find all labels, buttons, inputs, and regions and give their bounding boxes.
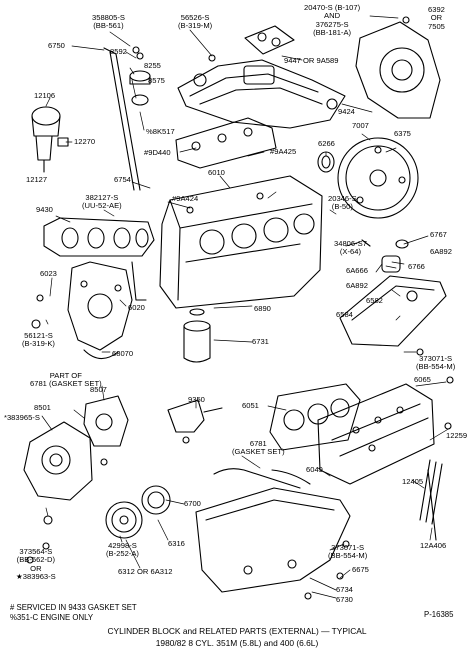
label-12127: 12127	[26, 175, 48, 184]
valley-gasket-part	[175, 117, 277, 169]
label-56526: 56526-S(B-319-M)	[178, 13, 213, 31]
valve-cover-part	[339, 275, 447, 347]
label-6065: 6065	[414, 375, 431, 384]
label-68070: 68070	[112, 349, 134, 358]
cylinder-head-part	[317, 383, 435, 485]
label-9a425: #9A425	[270, 147, 297, 156]
label-9447: 9447 OR 9A589	[284, 56, 339, 65]
label-56121: 56121-S(B-319-K)	[22, 331, 55, 349]
label-373564: 373564-S(BB-562-D)OR★383963-S	[16, 547, 56, 582]
label-6a892-lower: 6A892	[346, 281, 368, 290]
filler-cap-part	[129, 52, 151, 106]
label-383965: *383965-S	[4, 413, 40, 422]
exhaust-manifold-part	[43, 217, 155, 257]
part-number: P-16385	[424, 610, 454, 619]
label-12106: 12106	[34, 91, 56, 100]
damper-pulley-part	[105, 485, 171, 539]
label-6a892-upper: 6A892	[430, 247, 452, 256]
label-6051: 6051	[242, 401, 259, 410]
front-seal-part	[83, 261, 147, 360]
label-12270: 12270	[74, 137, 96, 146]
oil-pan-part	[195, 487, 351, 593]
label-6584: 6584	[336, 310, 353, 319]
label-8592: 8592	[110, 47, 127, 56]
label-6023: 6023	[40, 269, 57, 278]
leader-lines	[41, 15, 451, 599]
label-6316: 6316	[168, 539, 185, 548]
label-6734: 6734	[336, 585, 353, 594]
label-9430: 9430	[36, 205, 53, 214]
label-7007: 7007	[352, 121, 369, 130]
caption-line-2: 1980/82 8 CYL. 351M (5.8L) and 400 (6.6L…	[155, 638, 319, 648]
label-8k517: %8K517	[146, 127, 175, 136]
label-6675: 6675	[352, 565, 369, 574]
dipstick-part	[103, 47, 141, 191]
label-9d440: #9D440	[144, 148, 171, 157]
label-6a666: 6A666	[346, 266, 368, 275]
label-9424: 9424	[338, 107, 355, 116]
label-6731: 6731	[252, 337, 269, 346]
caption-line-1: CYLINDER BLOCK and RELATED PARTS (EXTERN…	[107, 626, 367, 636]
pushrod-part	[419, 459, 443, 541]
label-42998: 42998-S(B-252-A)	[106, 541, 139, 559]
label-358805: 358805-S(BB-561)	[92, 13, 125, 31]
note-engine-only: %351-C ENGINE ONLY	[10, 613, 94, 622]
oil-filter-part	[183, 308, 211, 363]
label-8507: 8507	[90, 385, 107, 394]
label-6781-gasket-set: 6781(GASKET SET)	[232, 439, 285, 457]
distributor-part	[31, 106, 69, 173]
label-6049: 6049	[306, 465, 323, 474]
label-6700: 6700	[184, 499, 201, 508]
label-12259: 12259	[446, 431, 468, 440]
timing-cover-part	[67, 261, 133, 351]
label-34806: 34806-S7(X-64)	[334, 239, 367, 257]
label-373071-lower: 373071-S(BB-554-M)	[328, 543, 368, 561]
label-6750: 6750	[48, 41, 65, 50]
intake-manifold-part	[177, 59, 346, 129]
label-8501: 8501	[34, 403, 51, 412]
label-6312: 6312 OR 6A312	[118, 567, 173, 576]
fuel-pump-part	[167, 399, 223, 444]
label-6754: 6754	[114, 175, 131, 184]
label-6767: 6767	[430, 230, 447, 239]
label-6582: 6582	[366, 296, 383, 305]
carburetor-spacer	[244, 25, 295, 55]
fastener-bolts	[26, 16, 454, 600]
label-6010: 6010	[208, 168, 225, 177]
label-382127: 382127-S(UU-52-AE)	[82, 193, 122, 211]
label-9a424: #9A424	[172, 194, 199, 203]
label-6266: 6266	[318, 139, 335, 148]
label-6020: 6020	[128, 303, 145, 312]
label-12405: 12405	[402, 477, 424, 486]
note-serviced: # SERVICED IN 9433 GASKET SET	[10, 603, 137, 612]
label-8255: 8255	[144, 61, 161, 70]
label-12a406: 12A406	[420, 541, 447, 550]
label-6890: 6890	[254, 304, 271, 313]
oil-filler-part	[361, 239, 409, 273]
water-pump-part	[23, 421, 93, 501]
label-6730: 6730	[336, 595, 353, 604]
cylinder-block-part	[159, 175, 323, 309]
label-8575: 8575	[148, 76, 165, 85]
flywheel-part	[337, 137, 419, 219]
label-6375: 6375	[394, 129, 411, 138]
label-20346: 20346-S(B-50)	[328, 194, 357, 212]
oil-pan-gasket-part	[213, 468, 311, 489]
bell-housing-part	[355, 21, 441, 119]
label-373071-upper: 373071-S(BB-554-M)	[416, 354, 456, 372]
label-6766: 6766	[408, 262, 425, 271]
label-9350: 9350	[188, 395, 205, 404]
water-pump-gasket-part	[83, 395, 129, 447]
